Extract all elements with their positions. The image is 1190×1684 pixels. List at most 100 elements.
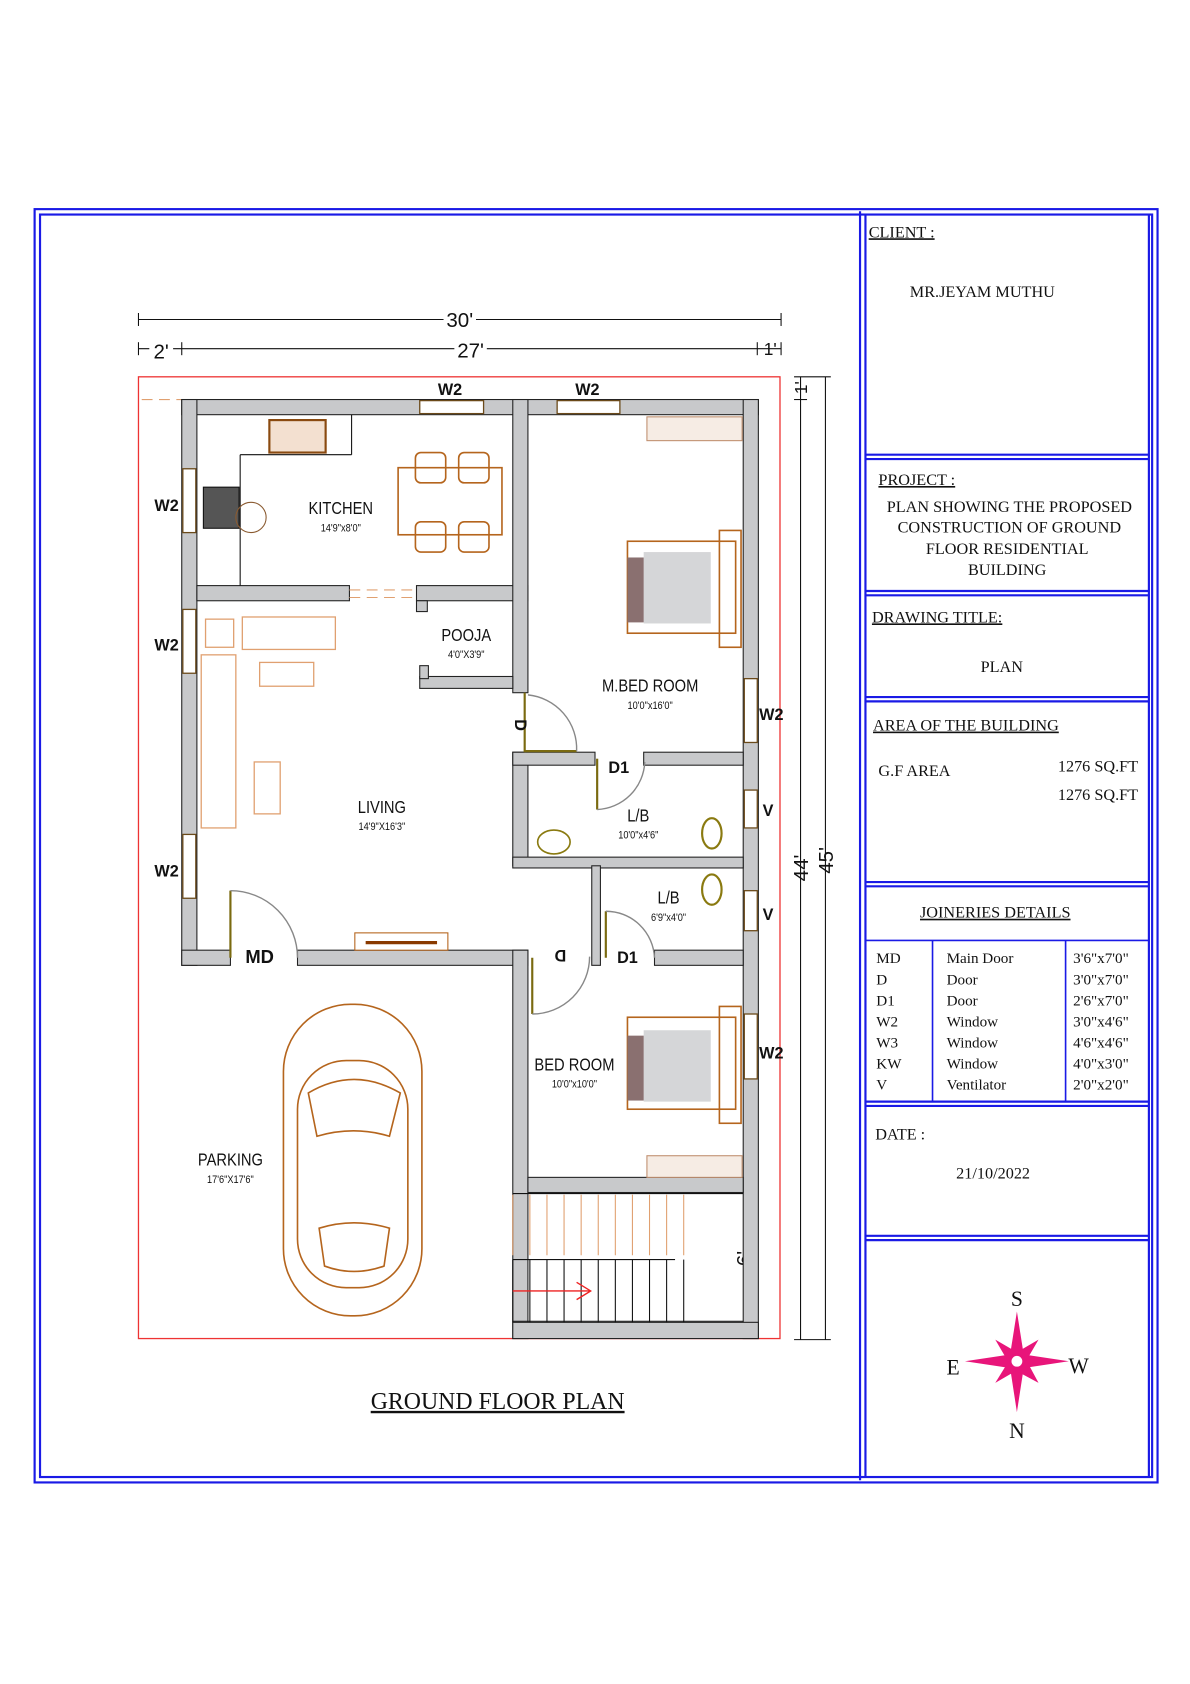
tag-w2: W2: [154, 863, 178, 881]
joineries-table: MD Main Door 3'6"x7'0" D Door 3'0"x7'0" D1 Door…: [876, 951, 1129, 1094]
joinery-type: Window: [947, 1014, 999, 1030]
date-value: 21/10/2022: [956, 1164, 1030, 1182]
chair: [253, 761, 281, 815]
compass-west: W: [1068, 1354, 1089, 1378]
mattress: [643, 552, 711, 624]
tag-v: V: [763, 906, 774, 924]
dim-left-setback: 2': [154, 340, 169, 363]
tag-w2: W2: [154, 637, 178, 655]
joinery-size: 3'6"x7'0": [1073, 951, 1129, 967]
joinery-type: Ventilator: [947, 1078, 1007, 1094]
joinery-type: Window: [947, 1036, 999, 1052]
staircase: [512, 1193, 744, 1323]
mattress: [643, 1030, 711, 1102]
tag-w2: W2: [154, 497, 178, 515]
sheet-frame: [33, 208, 1159, 1484]
room-size: 17'6"X17'6": [207, 1174, 254, 1186]
tag-d: D: [511, 719, 529, 731]
wardrobe: [646, 416, 743, 442]
walls: [181, 398, 759, 1340]
room-name: M.BED ROOM: [602, 677, 698, 696]
dim-top-setback: 1': [791, 381, 811, 394]
sofa: [200, 654, 237, 829]
joinery-size: 4'0"x3'0": [1073, 1057, 1129, 1073]
joinery-type: Door: [947, 972, 978, 988]
tag-d1: D1: [617, 949, 638, 967]
person-icon: [235, 501, 267, 534]
ventilator-v: [743, 890, 758, 932]
tag-w2: W2: [438, 381, 462, 399]
room-name: PARKING: [198, 1150, 263, 1169]
joinery-code: D: [876, 972, 887, 988]
room-name: POOJA: [441, 626, 491, 645]
tag-v: V: [763, 802, 774, 820]
project-description: PLAN SHOWING THE PROPOSED CONSTRUCTION O…: [887, 498, 1133, 579]
window-w2: [556, 399, 621, 415]
joinery-code: MD: [876, 951, 900, 967]
joinery-code: KW: [876, 1057, 902, 1073]
joinery-code: W2: [876, 1014, 898, 1030]
windows: [182, 399, 758, 1080]
toilet-icon: [701, 873, 723, 906]
window-w2: [743, 1013, 758, 1080]
tag-d: D: [554, 946, 566, 964]
project-line: PLAN SHOWING THE PROPOSED: [887, 498, 1133, 516]
joineries-label: JOINERIES DETAILS: [920, 904, 1071, 922]
room-size: 14'9"X16'3": [359, 821, 406, 833]
room-size: 14'9"x8'0": [321, 523, 362, 535]
room-name: LIVING: [358, 798, 406, 817]
room-size: 10'0"x10'0": [552, 1079, 598, 1091]
client-name: MR.JEYAM MUTHU: [910, 283, 1055, 301]
project-line: FLOOR RESIDENTIAL: [926, 540, 1089, 558]
room-size: 10'0"x16'0": [628, 700, 674, 712]
window-w2: [182, 608, 197, 674]
tag-d1: D1: [608, 759, 629, 777]
joinery-type: Door: [947, 993, 978, 1009]
sofa: [241, 616, 337, 651]
plot-boundary: [137, 376, 781, 1340]
joinery-code: V: [876, 1078, 887, 1094]
room-size: 6'9"x4'0": [651, 912, 686, 924]
project-label: PROJECT :: [878, 471, 955, 489]
compass-south: S: [1011, 1287, 1023, 1311]
total-area-value: 1276 SQ.FT: [1058, 786, 1138, 804]
title-block: CLIENT : MR.JEYAM MUTHU PROJECT : PLAN S…: [869, 223, 1138, 1182]
toilet-icon: [701, 817, 723, 850]
project-line: CONSTRUCTION OF GROUND: [898, 519, 1122, 537]
date-label: DATE :: [875, 1125, 925, 1143]
drawing-title-label: DRAWING TITLE:: [872, 608, 1002, 626]
joinery-size: 3'0"x7'0": [1073, 972, 1129, 988]
room-name: L/B: [627, 806, 649, 825]
joinery-size: 2'0"x2'0": [1073, 1078, 1129, 1094]
window-w2: [419, 399, 485, 415]
plan-title: GROUND FLOOR PLAN: [371, 1389, 625, 1415]
window-w2: [182, 468, 197, 534]
furniture: [200, 414, 743, 1317]
joinery-code: D1: [876, 993, 895, 1009]
tag-w2: W2: [575, 381, 599, 399]
opening-tags: W2 W2 W2 W2 W2 W2 W2 V V D D D1 D1 MD: [154, 381, 783, 1062]
tag-w2: W2: [759, 706, 783, 724]
joinery-size: 2'6"x7'0": [1073, 993, 1129, 1009]
dim-overall-length: 45': [815, 847, 838, 874]
joinery-type: Main Door: [947, 951, 1014, 967]
window-w2: [743, 677, 758, 744]
joinery-size: 4'6"x4'6": [1073, 1036, 1129, 1052]
room-name: KITCHEN: [309, 499, 374, 518]
gf-area-label: G.F AREA: [878, 762, 950, 780]
car-icon: [282, 1003, 423, 1317]
dimension-labels: 30' 27' 2' 1' 1' 44' 45' 6': [149, 307, 838, 1266]
tag-md: MD: [245, 946, 274, 967]
compass-star-icon: [964, 1311, 1069, 1413]
compass-north: N: [1009, 1419, 1025, 1443]
compass-rose: S N E W: [946, 1287, 1089, 1443]
compass-east: E: [946, 1355, 959, 1379]
window-w2: [182, 833, 197, 899]
title-block-dividers: [865, 453, 1149, 1242]
wardrobe: [646, 1155, 743, 1178]
joinery-size: 3'0"x4'6": [1073, 1014, 1129, 1030]
room-name: BED ROOM: [534, 1055, 614, 1074]
gf-area-value: 1276 SQ.FT: [1058, 758, 1138, 776]
